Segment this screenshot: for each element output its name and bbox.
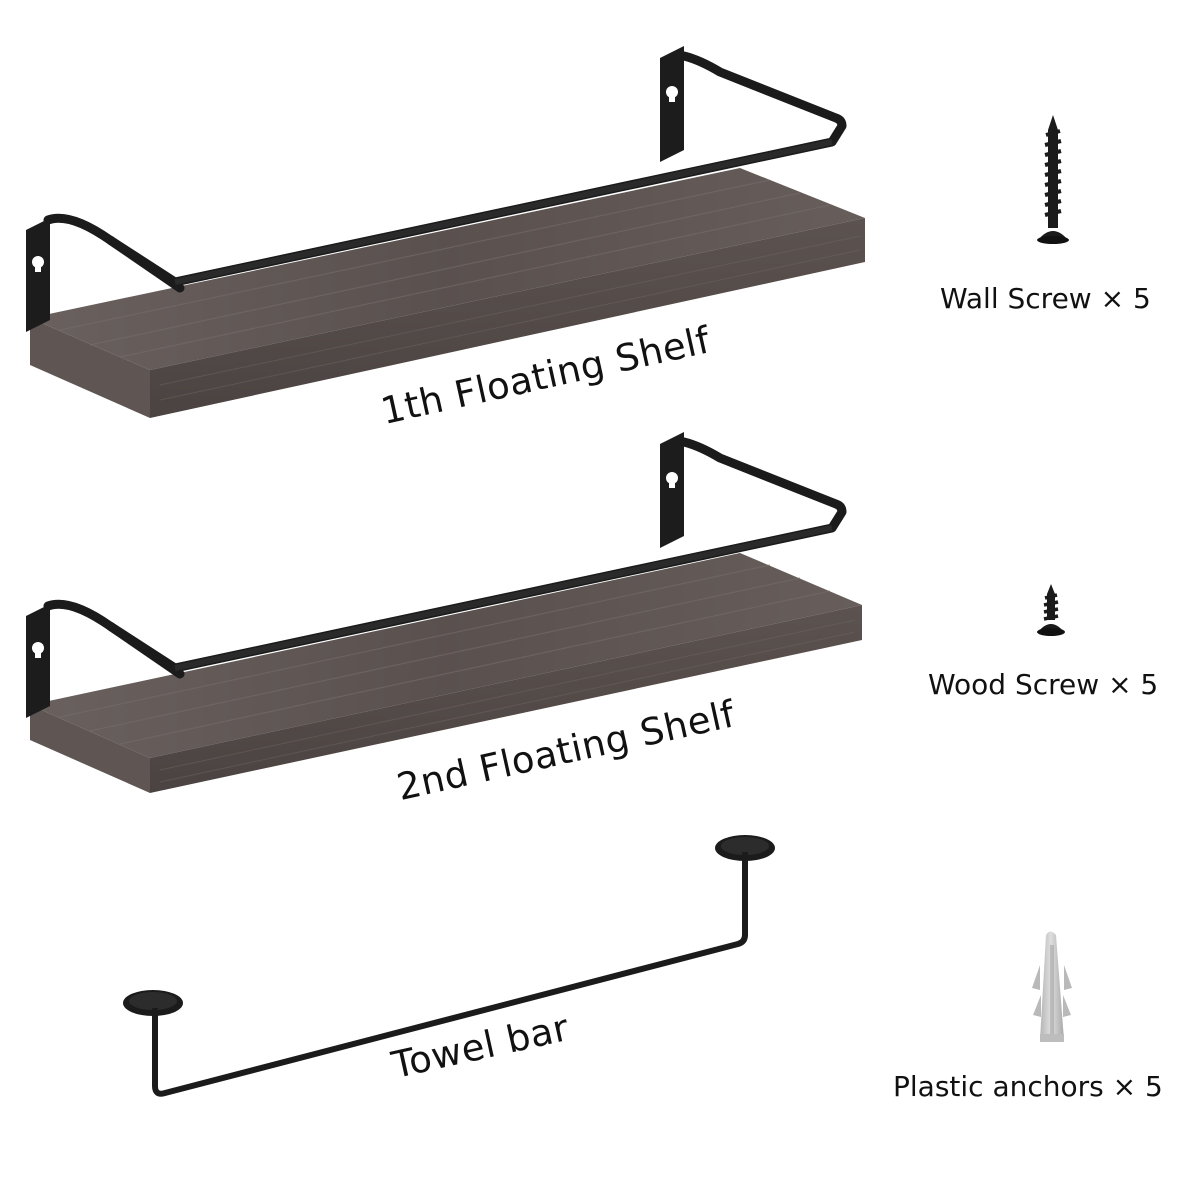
- wall-screw-label: Wall Screw × 5: [940, 282, 1151, 315]
- wood-screw-label: Wood Screw × 5: [928, 668, 1159, 701]
- plastic-anchor-icon: [1032, 931, 1072, 1042]
- towel-bar: [123, 835, 775, 1097]
- floating-shelf-1: [26, 46, 865, 418]
- plastic-anchors-label: Plastic anchors × 5: [893, 1070, 1163, 1103]
- wall-screw-icon: [1037, 115, 1069, 244]
- wood-screw-icon: [1037, 584, 1065, 636]
- floating-shelf-2: [26, 432, 862, 793]
